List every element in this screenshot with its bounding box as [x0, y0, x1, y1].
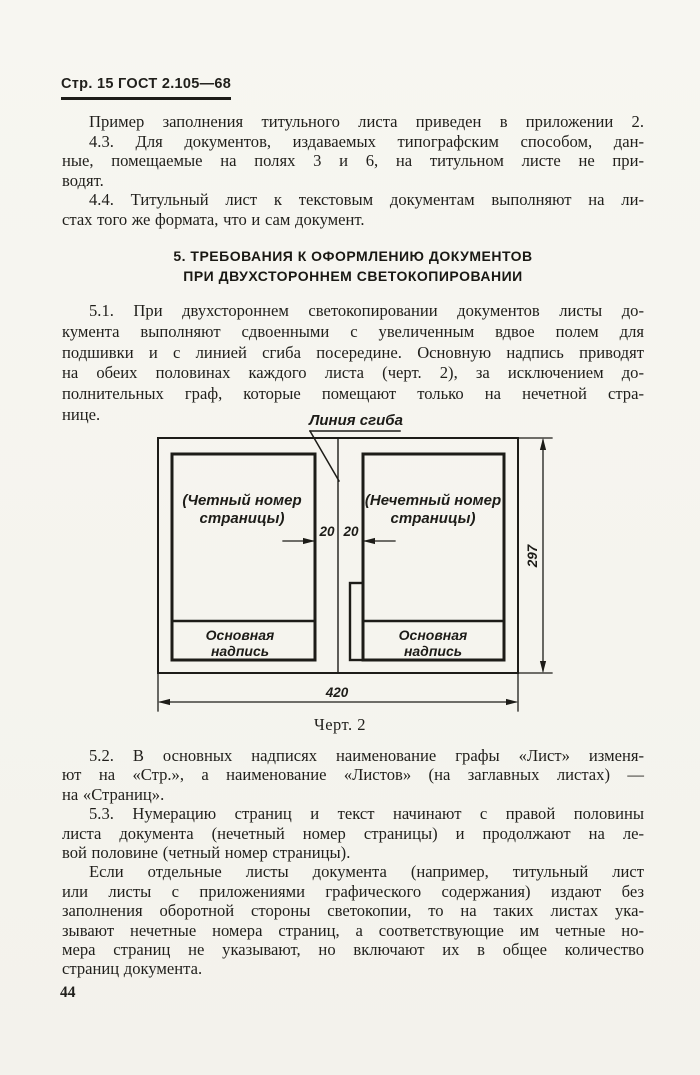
fold-label-leader-line — [308, 429, 341, 483]
paragraph-5-1-block: 5.1. При двухстороннем светокопировании … — [62, 301, 644, 426]
text-line: 5. ТРЕБОВАНИЯ К ОФОРМЛЕНИЮ ДОКУМЕНТОВ — [173, 248, 533, 264]
text-line: ПРИ ДВУХСТОРОННЕМ СВЕТОКОПИРОВАНИИ — [183, 268, 523, 284]
page-header: Стр. 15 ГОСТ 2.105—68 — [61, 76, 232, 100]
text-line: ные, помещаемые на полях 3 и 6, на титул… — [62, 151, 644, 171]
dim-420: 420 — [325, 685, 349, 700]
fold-line-label: Линия сгиба — [308, 412, 403, 429]
text-line: 5.2. В основных надписях наименование гр… — [89, 746, 644, 765]
text-line: страниц документа. — [62, 959, 203, 979]
text-line: вой половине (четный номер страницы). — [62, 843, 351, 863]
page-number: 44 — [60, 984, 76, 1001]
text-line: ют на «Стр.», а наименование «Листов» (н… — [62, 765, 644, 785]
dimension-lines — [157, 437, 553, 712]
text-line: зывают нечетные номера страниц, а соотве… — [62, 920, 644, 940]
additional-graph-strip — [348, 581, 365, 662]
text-line: кумента выполняют сдвоенными с увеличенн… — [62, 321, 644, 341]
odd-title-block-label-line2: надпись — [404, 643, 462, 659]
text-line: нице. — [62, 404, 101, 424]
dim-297: 297 — [525, 543, 540, 568]
text-line: Пример заполнения титульного листа приве… — [89, 112, 644, 131]
even-title-block-label-line2: надпись — [211, 643, 269, 659]
text-line: Если отдельные листы документа (например… — [89, 862, 644, 882]
paragraph-5-3: 5.3. Нумерацию страниц и текст начинают … — [62, 804, 644, 862]
dim-20-left: 20 — [318, 524, 335, 539]
text-line: стах того же формата, что и сам документ… — [62, 209, 365, 229]
text-line: водят. — [62, 170, 104, 190]
even-page-frame — [170, 452, 317, 662]
text-line: полнительных граф, которые помещают толь… — [62, 384, 644, 404]
even-page-label-line2: страницы) — [200, 510, 285, 527]
figure-chert-2: Линия сгиба (Четный номер страницы) (Неч… — [157, 412, 553, 712]
text-line: мера страниц не указывают, но включают и… — [62, 940, 644, 960]
figure-caption: Черт. 2 — [313, 715, 367, 734]
paragraph-5-1: 5.1. При двухстороннем светокопировании … — [62, 301, 644, 426]
paragraph-5-3-continued: Если отдельные листы документа (например… — [62, 862, 644, 978]
text-line: 5.3. Нумерацию страниц и текст начинают … — [89, 804, 644, 824]
upper-text-block: Пример заполнения титульного листа приве… — [62, 112, 644, 230]
dimension-arrows — [158, 438, 547, 706]
odd-title-block-label-line1: Основная — [399, 627, 468, 643]
paragraph-4-3: 4.3. Для документов, издаваемых типограф… — [62, 132, 644, 191]
text-line: заполнения оборотной стороны светокопии,… — [62, 901, 644, 921]
paragraph-4-4: 4.4. Титульный лист к текстовым документ… — [62, 190, 644, 229]
odd-page-frame — [361, 452, 506, 662]
text-line: на обеих половинах каждого листа (черт. … — [62, 363, 644, 383]
text-line: или листы с приложениями графического со… — [62, 881, 644, 901]
lower-text-block: 5.2. В основных надписях наименование гр… — [62, 746, 644, 979]
text-line: листа документа (нечетный номер страницы… — [62, 823, 644, 843]
even-title-block-label-line1: Основная — [206, 627, 275, 643]
even-page-label-line1: (Четный номер — [182, 492, 301, 509]
text-line: на «Страниц». — [62, 784, 165, 804]
dim-20-right: 20 — [342, 524, 359, 539]
section-5-heading: 5. ТРЕБОВАНИЯ К ОФОРМЛЕНИЮ ДОКУМЕНТОВ ПРИ… — [62, 246, 644, 286]
paragraph-intro: Пример заполнения титульного листа приве… — [62, 112, 644, 132]
odd-page-label-line1: (Нечетный номер — [365, 492, 501, 509]
odd-page-label-line2: страницы) — [391, 510, 476, 527]
text-line: 4.4. Титульный лист к текстовым документ… — [89, 190, 644, 210]
text-line: 5.1. При двухстороннем светокопировании … — [89, 301, 644, 320]
paragraph-5-2: 5.2. В основных надписях наименование гр… — [62, 746, 644, 804]
text-line: 4.3. Для документов, издаваемых типограф… — [89, 131, 644, 151]
text-line: подшивки и с линией сгиба посередине. Ос… — [62, 342, 644, 362]
